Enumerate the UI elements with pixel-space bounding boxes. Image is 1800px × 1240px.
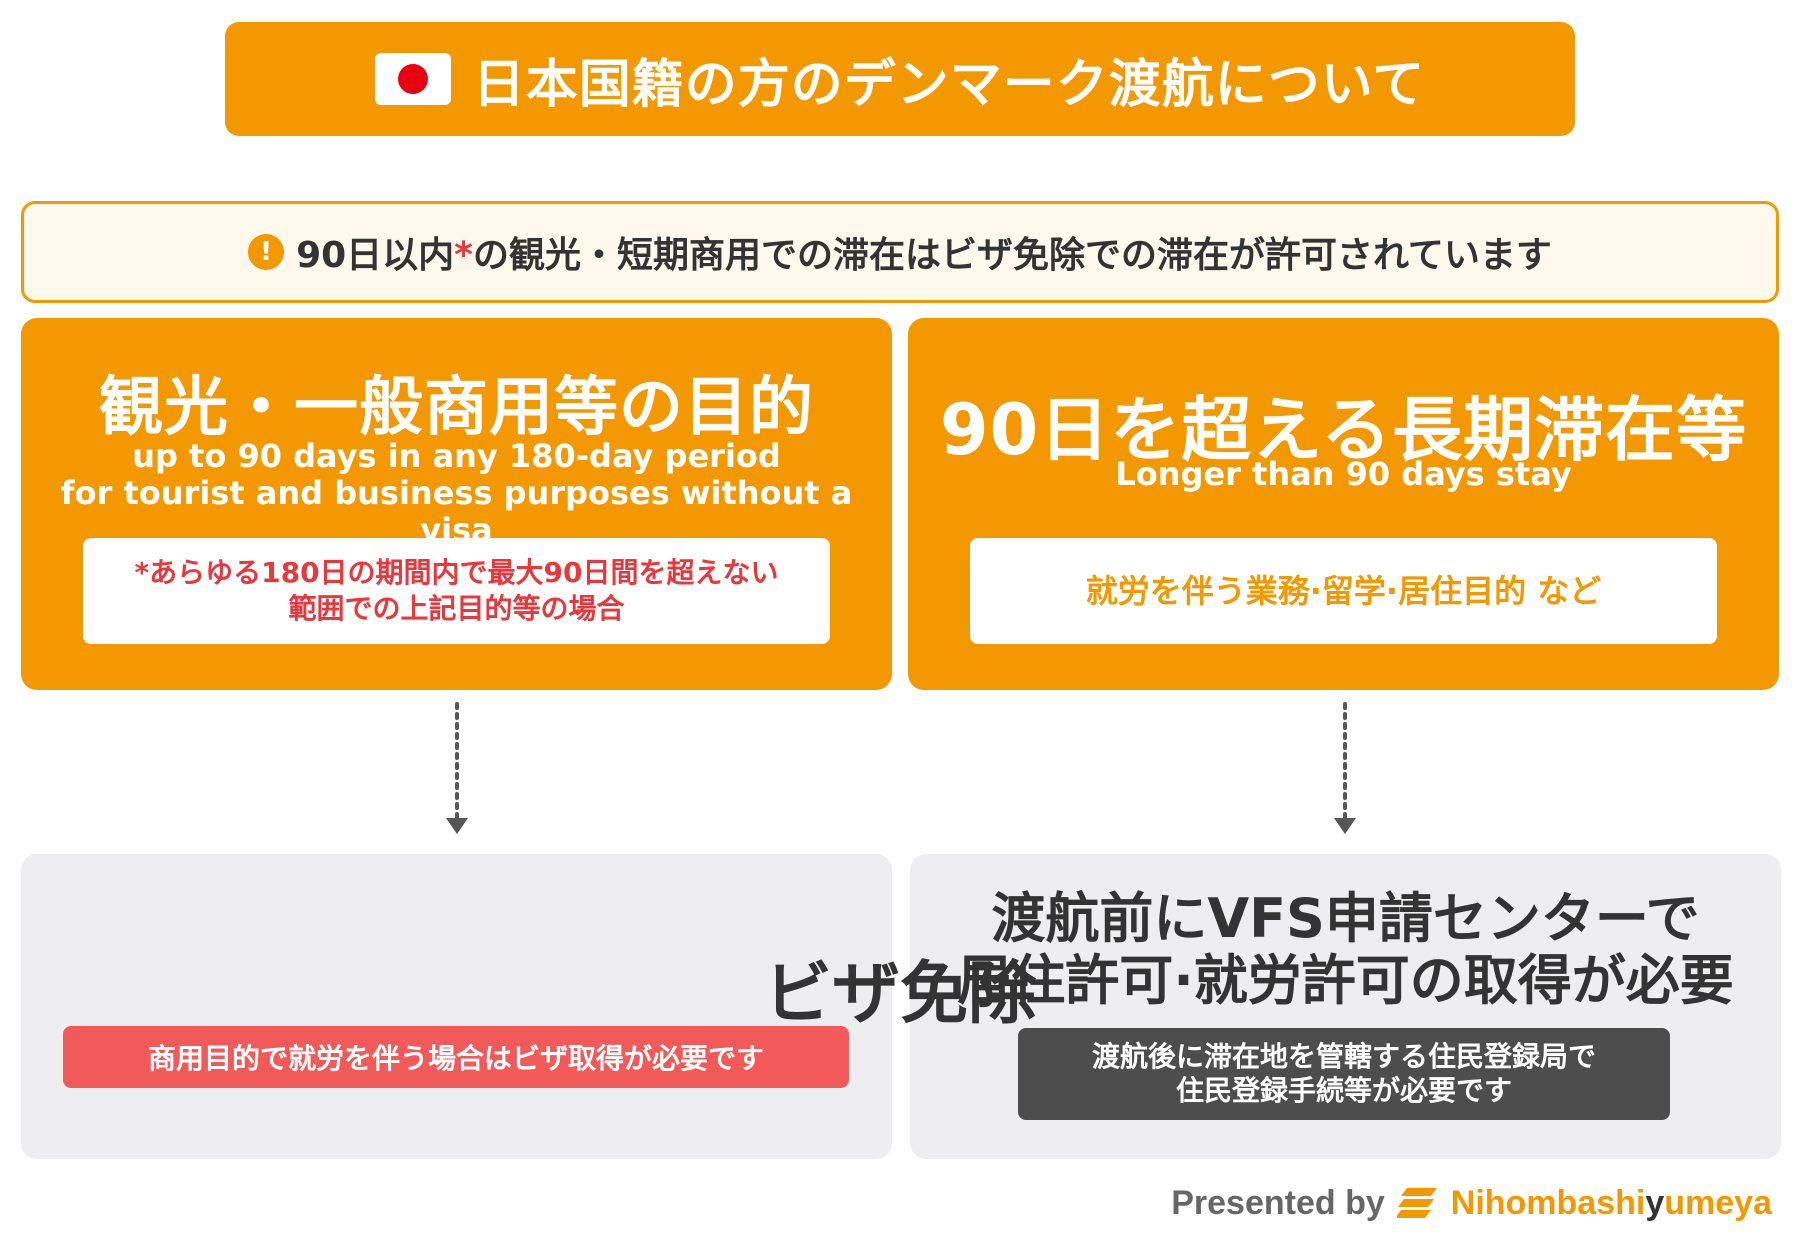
brand-logo-icon xyxy=(1396,1188,1437,1218)
panel-long-stay-heading: 90日を超える長期滞在等 xyxy=(939,389,1748,471)
panel-long-stay-note-text: 就労を伴う業務·留学·居住目的 など xyxy=(1085,572,1602,610)
panel-long-stay: 90日を超える長期滞在等 Longer than 90 days stay 就労… xyxy=(908,318,1779,690)
panel-tourism-note: *あらゆる180日の期間内で最大90日間を超えない 範囲での上記目的等の場合 xyxy=(83,538,830,644)
result-permit-badge-line-2: 住民登録手続等が必要です xyxy=(1175,1074,1512,1107)
result-permit-required-title: 渡航前にVFS申請センターで 居住許可·就労許可の取得が必要 xyxy=(910,888,1781,1012)
notice-asterisk: * xyxy=(454,235,473,276)
result-permit-badge-line-1: 渡航後に滞在地を管轄する住民登録局で xyxy=(1091,1040,1596,1073)
panel-tourism: 観光・一般商用等の目的 up to 90 days in any 180-day… xyxy=(21,318,892,690)
panel-tourism-note-line-2: 範囲での上記目的等の場合 xyxy=(288,592,625,625)
notice-bar: ! 90日以内*の観光・短期商用での滞在はビザ免除での滞在が許可されています xyxy=(21,201,1779,303)
result-permit-title-line-1: 渡航前にVFS申請センターで xyxy=(991,887,1700,950)
brand-name: Nihombashiyumeya xyxy=(1450,1183,1772,1222)
dotted-arrow-down-icon xyxy=(446,702,468,834)
panel-tourism-subtitle-1: up to 90 days in any 180-day period xyxy=(132,437,781,475)
footer-credit: Presented by Nihombashiyumeya xyxy=(1171,1178,1772,1228)
presented-by-label: Presented by xyxy=(1171,1183,1385,1222)
japan-flag-icon xyxy=(374,53,451,105)
result-permit-required-badge: 渡航後に滞在地を管轄する住民登録局で 住民登録手続等が必要です xyxy=(1018,1028,1670,1120)
panel-tourism-note-line-1: *あらゆる180日の期間内で最大90日間を超えない xyxy=(134,556,779,589)
panel-long-stay-subtitle: Longer than 90 days stay xyxy=(1115,455,1572,493)
dotted-arrow-down-icon xyxy=(1334,702,1356,834)
title-banner: 日本国籍の方のデンマーク渡航について xyxy=(225,22,1575,136)
panel-tourism-subtitle-2: for tourist and business purposes withou… xyxy=(60,474,853,549)
result-visa-exempt-badge: 商用目的で就労を伴う場合はビザ取得が必要です xyxy=(63,1026,849,1088)
page-title: 日本国籍の方のデンマーク渡航について xyxy=(472,54,1426,115)
exclamation-icon: ! xyxy=(248,234,285,270)
panel-long-stay-note: 就労を伴う業務·留学·居住目的 など xyxy=(970,538,1717,644)
panel-tourism-heading: 観光・一般商用等の目的 xyxy=(99,371,814,445)
result-visa-exempt-title: ビザ免除 xyxy=(763,955,1036,1034)
result-permit-title-line-2: 居住許可·就労許可の取得が必要 xyxy=(957,949,1734,1012)
notice-text: 90日以内*の観光・短期商用での滞在はビザ免除での滞在が許可されています xyxy=(296,235,1552,276)
result-visa-exempt xyxy=(21,854,892,1159)
